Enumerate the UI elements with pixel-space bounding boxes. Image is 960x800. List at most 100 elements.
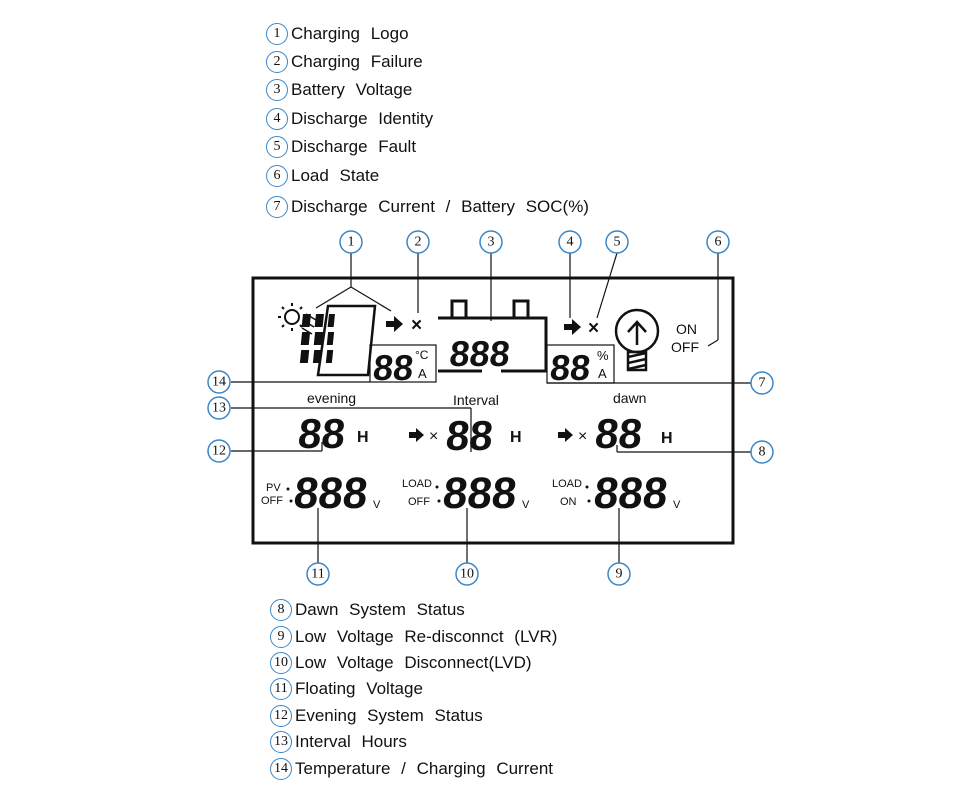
legend-text: Low Voltage Re-disconnct (LVR)	[295, 627, 558, 646]
callout-3: 3	[479, 230, 503, 254]
load-on-label: ON	[676, 321, 697, 337]
pv-off-label: OFF	[261, 495, 283, 507]
lvr-on-label: ON	[560, 496, 577, 508]
callout-line-5	[596, 252, 618, 319]
legend-number: 9	[270, 626, 292, 648]
evening-hours-digits: 88	[296, 410, 348, 457]
volt-unit: V	[373, 499, 381, 511]
legend-number: 13	[270, 731, 292, 753]
dawn-hours-digits: 88	[593, 410, 645, 457]
svg-text:10: 10	[460, 567, 474, 582]
discharge-fault-cross: ×	[588, 318, 599, 339]
unit-amp: A	[418, 366, 427, 381]
evening-label: evening	[307, 390, 356, 406]
lvr-load-label: LOAD	[552, 478, 582, 490]
svg-text:9: 9	[616, 567, 623, 582]
legend-text: Charging Logo	[291, 24, 409, 43]
callout-line-6b	[707, 339, 719, 347]
callout-12: 12	[207, 439, 231, 463]
lvd-off-label: OFF	[408, 496, 430, 508]
charging-failure-cross: ×	[411, 315, 422, 336]
legend-text: Temperature / Charging Current	[295, 759, 554, 778]
load-off-label: OFF	[671, 339, 699, 355]
svg-text:3: 3	[488, 235, 495, 250]
arrow-right-icon	[558, 428, 573, 442]
legend-number: 6	[266, 165, 288, 187]
volt-unit: V	[673, 499, 681, 511]
battery-voltage-digits: 888	[448, 333, 512, 374]
solar-panel-icon	[299, 304, 377, 377]
legend-text: Battery Voltage	[291, 80, 413, 99]
lvr-voltage-digits: 888	[592, 469, 671, 518]
callout-line-1b	[350, 286, 392, 312]
svg-text:6: 6	[715, 235, 722, 250]
legend-text: Load State	[291, 166, 380, 185]
legend-number: 11	[270, 678, 292, 700]
legend-number: 12	[270, 705, 292, 727]
callout-14: 14	[207, 370, 231, 394]
arrow-right-icon	[564, 319, 581, 335]
svg-text:13: 13	[212, 401, 226, 416]
legend-number: 2	[266, 51, 288, 73]
callout-9: 9	[607, 562, 631, 586]
pv-label: PV	[266, 482, 281, 494]
indicator-dot	[435, 485, 439, 489]
callout-5: 5	[605, 230, 629, 254]
dawn-label: dawn	[613, 390, 646, 406]
callout-lines	[231, 252, 751, 563]
unit-celsius: °C	[415, 348, 429, 362]
legend-number: 7	[266, 196, 288, 218]
hours-unit: H	[510, 429, 522, 446]
callout-2: 2	[406, 230, 430, 254]
temp-current-digits: 88	[371, 347, 415, 388]
callout-13: 13	[207, 396, 231, 420]
legend-number: 10	[270, 652, 292, 674]
indicator-dot	[587, 499, 591, 503]
callout-4: 4	[558, 230, 582, 254]
floating-voltage-digits: 888	[292, 469, 371, 518]
indicator-dot	[289, 499, 293, 503]
callout-10: 10	[455, 562, 479, 586]
callout-8: 8	[750, 440, 774, 464]
legend-text: Dawn System Status	[295, 600, 465, 619]
indicator-dot	[585, 485, 589, 489]
callout-circles: 1 2 3 4 5 6 7 8 9 10 11 12 13 14	[207, 230, 774, 586]
svg-text:2: 2	[415, 235, 422, 250]
legend-text: Low Voltage Disconnect(LVD)	[295, 653, 532, 672]
lvd-load-label: LOAD	[402, 478, 432, 490]
legend-text: Floating Voltage	[295, 679, 423, 698]
legend-number: 14	[270, 758, 292, 780]
lvd-voltage-digits: 888	[441, 469, 520, 518]
svg-text:14: 14	[212, 375, 226, 390]
interval-label: Interval	[453, 392, 499, 408]
svg-text:5: 5	[614, 235, 621, 250]
svg-text:4: 4	[567, 235, 574, 250]
indicator-dot	[437, 499, 441, 503]
interval-hours-digits: 88	[444, 412, 496, 459]
battery-icon	[438, 299, 548, 373]
svg-text:7: 7	[759, 376, 766, 391]
legend-number: 3	[266, 79, 288, 101]
callout-11: 11	[306, 562, 330, 586]
times-sign: ×	[429, 428, 438, 445]
unit-amp-2: A	[598, 366, 607, 381]
legend-text: Discharge Identity	[291, 109, 434, 128]
callout-1: 1	[339, 230, 363, 254]
soc-digits: 88	[548, 347, 592, 388]
volt-unit: V	[522, 499, 530, 511]
hours-unit: H	[357, 429, 369, 446]
